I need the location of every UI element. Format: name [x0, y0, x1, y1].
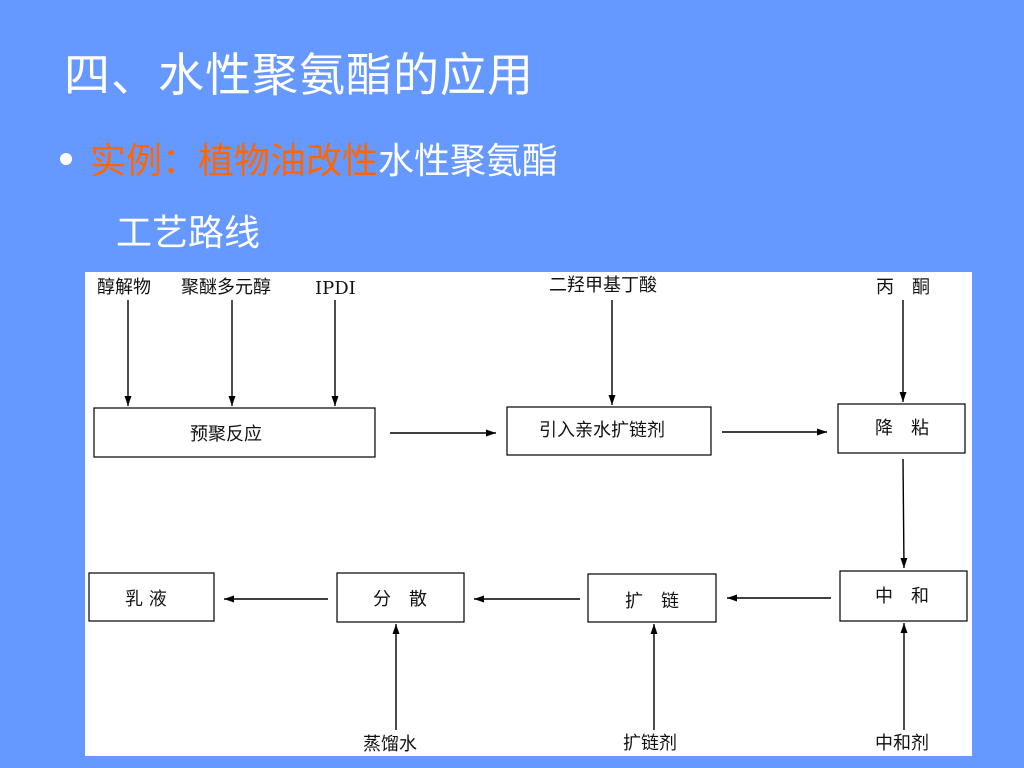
- input-label-ipdi: IPDI: [315, 278, 356, 299]
- input-label-chain-extender: 扩链剂: [623, 733, 677, 754]
- box-label-neutralization: 中 和: [875, 586, 929, 607]
- bullet-dot-icon: [60, 153, 72, 165]
- box-hydrophilic-extender: [506, 406, 712, 456]
- input-label-acetone: 丙 酮: [876, 277, 930, 298]
- bullet-rest-text: 水性聚氨酯: [378, 141, 559, 182]
- box-emulsion: [88, 572, 215, 622]
- box-label-emulsion: 乳 液: [125, 589, 167, 610]
- box-viscosity-reduction: [837, 403, 966, 454]
- flow-svg: 醇解物 聚醚多元醇 IPDI 二羟甲基丁酸 丙 酮 蒸馏水 扩链剂 中和剂 预聚…: [88, 275, 968, 755]
- input-label-dmba: 二羟甲基丁酸: [549, 275, 657, 296]
- process-flow-diagram: 醇解物 聚醚多元醇 IPDI 二羟甲基丁酸 丙 酮 蒸馏水 扩链剂 中和剂 预聚…: [85, 272, 972, 756]
- box-neutralization: [839, 570, 968, 622]
- box-dispersion: [336, 572, 465, 623]
- arrow-viscosity-to-neutralization: [900, 458, 908, 569]
- slide-subtitle: 工艺路线: [116, 213, 261, 254]
- box-prepolymerization: [93, 407, 376, 458]
- input-label-alcoholysate: 醇解物: [97, 277, 151, 298]
- slide-title: 四、水性聚氨酯的应用: [64, 48, 534, 102]
- box-label-chain-extension: 扩 链: [625, 591, 679, 612]
- bullet-highlight-text: 实例：植物油改性: [90, 141, 379, 182]
- box-chain-extension: [587, 573, 717, 623]
- box-label-prepolymerization: 预聚反应: [190, 424, 262, 445]
- box-label-dispersion: 分 散: [373, 589, 427, 610]
- bullet-line: 实例：植物油改性水性聚氨酯: [60, 140, 558, 183]
- box-label-hydrophilic-extender: 引入亲水扩链剂: [539, 420, 665, 441]
- input-label-distilled-water: 蒸馏水: [363, 734, 417, 755]
- input-label-polyether-polyol: 聚醚多元醇: [181, 277, 271, 298]
- box-label-viscosity-reduction: 降 粘: [875, 418, 929, 439]
- input-label-neutralizer: 中和剂: [875, 733, 929, 754]
